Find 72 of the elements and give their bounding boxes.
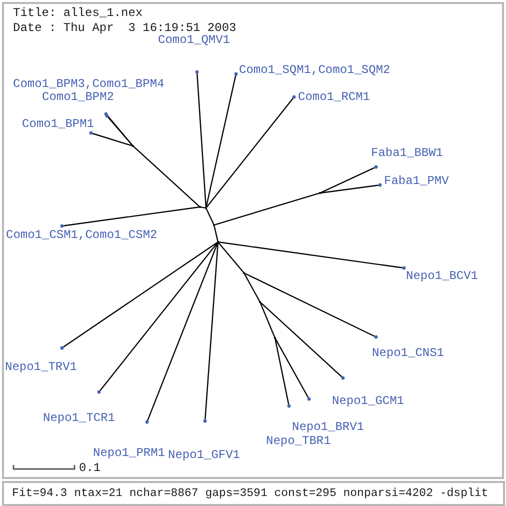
branch-point [242, 272, 246, 274]
branch-point [212, 224, 216, 226]
tip-dot-icon [145, 420, 149, 424]
branch-point [198, 206, 202, 208]
taxon-label: Como1_QMV1 [158, 34, 230, 46]
taxon-label: Faba1_BBW1 [371, 147, 444, 159]
tree-branch [321, 184, 378, 194]
tip-dot-icon [402, 266, 406, 270]
tip-dot-icon [307, 397, 311, 401]
taxon-label: Como1_BPM1 [22, 118, 94, 130]
tip-dot-icon [287, 404, 291, 408]
tree-branch [200, 206, 206, 208]
tree-branch [219, 242, 402, 268]
taxon-label: Nepo1_BRV1 [292, 421, 364, 433]
taxon-label: Nepo1_CNS1 [372, 347, 444, 359]
tree-branch [275, 338, 309, 398]
tip-dot-icon [374, 165, 378, 169]
tip-dot-icon [378, 183, 382, 187]
scale-value: 0.1 [79, 462, 101, 474]
file-title: Title: alles_1.nex [13, 7, 143, 19]
branch-point [274, 336, 276, 340]
tree-branch [260, 302, 342, 378]
taxon-label: Nepo1_BCV1 [406, 270, 478, 282]
tree-branch [133, 146, 200, 207]
tree-branch [147, 242, 218, 421]
tree-branch [196, 74, 207, 207]
tree-branch [64, 206, 199, 226]
tree-branch [206, 76, 236, 208]
tree-branch [244, 272, 375, 337]
tip-dot-icon [203, 419, 207, 423]
tree-branch [92, 132, 132, 146]
tree-branch [214, 192, 320, 226]
tip-dot-icon [234, 72, 238, 76]
tree-branch [274, 338, 290, 404]
tip-dot-icon [60, 346, 64, 350]
tree-branch [218, 242, 244, 273]
taxon-label: Nepo1_TRV1 [5, 361, 78, 373]
tip-dot-icon [195, 70, 199, 74]
tip-dot-icon [292, 95, 296, 99]
tree-branch [244, 274, 260, 302]
tree-branch [100, 242, 218, 392]
taxon-label: Nepo1_PRM1 [93, 447, 166, 459]
tree-branch [214, 226, 218, 242]
tip-dot-icon [341, 376, 345, 380]
tree-branch [63, 242, 218, 348]
tree-branch [206, 98, 294, 208]
taxon-label: Nepo1_GFV1 [168, 449, 240, 461]
tip-dot-icon [60, 224, 64, 228]
branch-point [216, 240, 220, 244]
taxon-label: Nepo1_TCR1 [43, 412, 116, 424]
tip-dot-icon [97, 390, 101, 394]
tree-branch [204, 243, 219, 420]
tree-branch [206, 208, 214, 224]
taxon-label: Como1_BPM2 [42, 91, 114, 103]
taxon-label: Como1_SQM1,Como1_SQM2 [239, 64, 390, 76]
taxon-label: Como1_BPM3,Como1_BPM4 [13, 78, 164, 90]
taxon-label: Como1_CSM1,Como1_CSM2 [6, 229, 158, 241]
taxon-label: Como1_RCM1 [298, 91, 370, 103]
branch-point [204, 206, 208, 210]
date-text: Date : Thu Apr 3 16:19:51 2003 [13, 22, 236, 34]
tip-dot-icon [89, 131, 93, 135]
taxon-label: Nepo1_GCM1 [332, 395, 404, 407]
tip-dot-icon [105, 114, 109, 118]
tree-branch [320, 167, 375, 194]
taxon-label: Nepo_TBR1 [266, 435, 331, 447]
status-text: Fit=94.3 ntax=21 nchar=8867 gaps=3591 const=295 nonparsi=4202 -dsplit [12, 488, 488, 500]
taxon-label: Faba1_PMV [384, 175, 449, 187]
branch-point [258, 300, 262, 304]
branch-point [318, 192, 322, 194]
branch-point [132, 144, 134, 148]
tip-dot-icon [374, 335, 378, 339]
tree-branch [260, 302, 276, 338]
